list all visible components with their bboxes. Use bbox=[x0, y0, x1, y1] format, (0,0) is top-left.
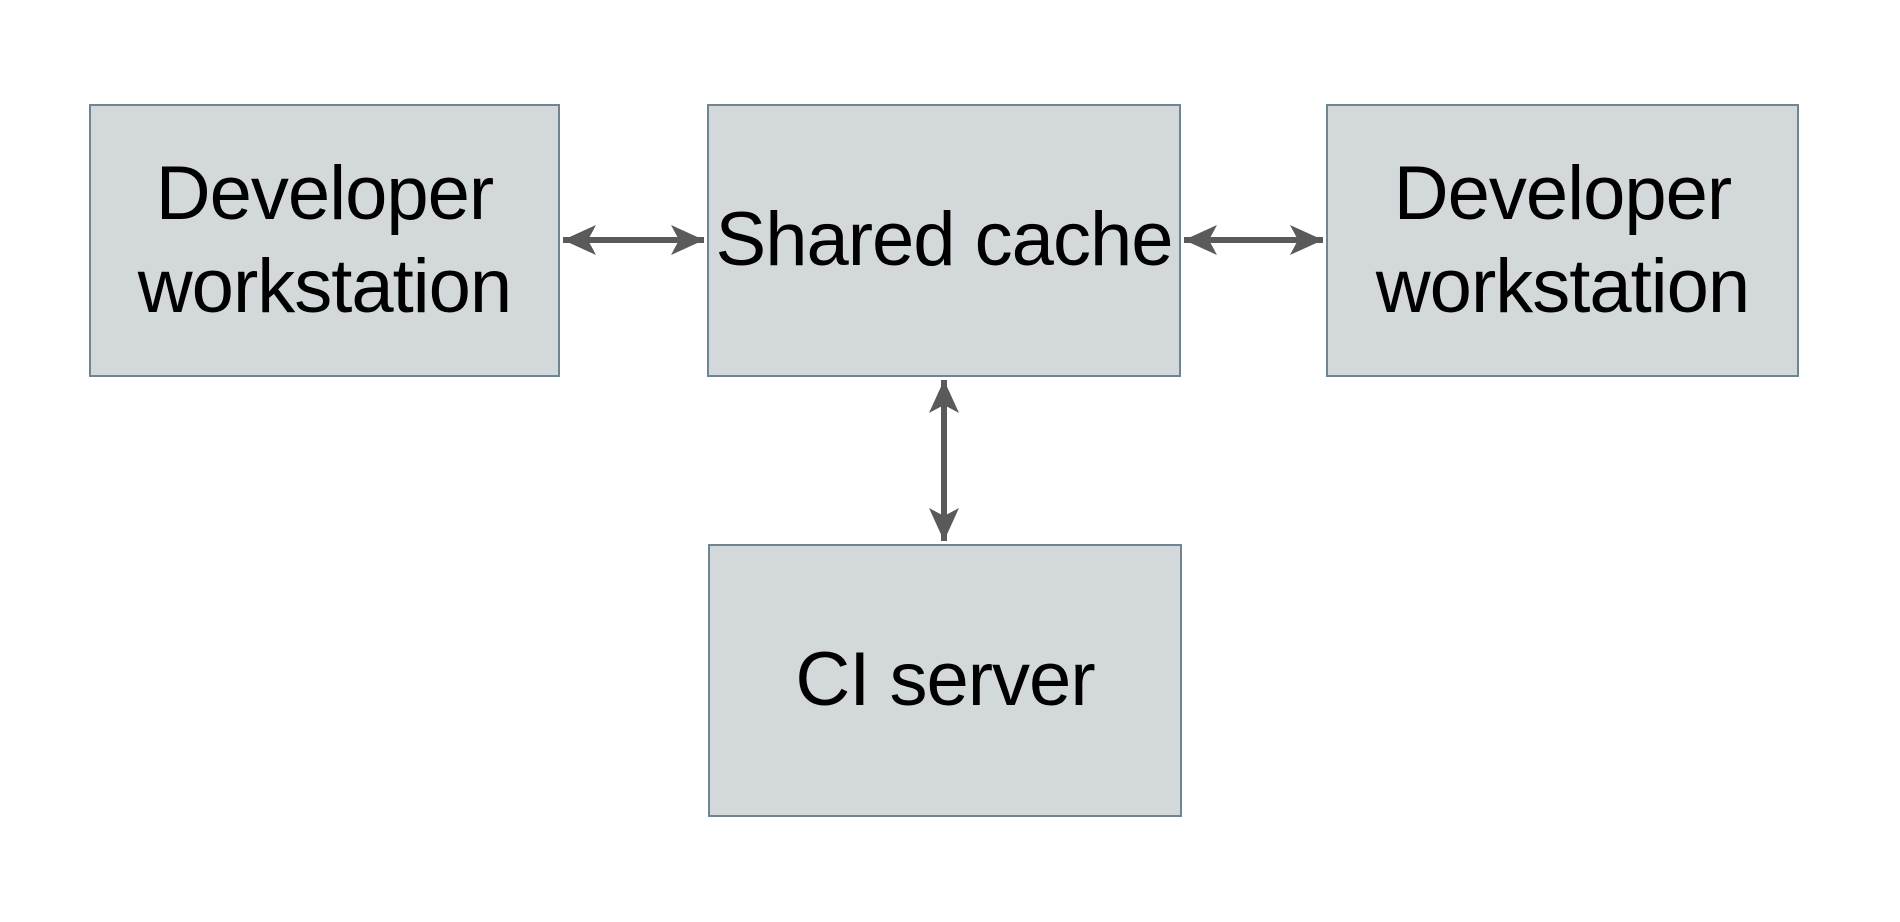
node-developer-workstation-right-label: Developer workstation bbox=[1375, 150, 1750, 329]
node-developer-workstation-left: Developer workstation bbox=[89, 104, 560, 377]
node-developer-workstation-right: Developer workstation bbox=[1326, 104, 1799, 377]
node-developer-workstation-left-label: Developer workstation bbox=[137, 150, 512, 329]
node-ci-server-label: CI server bbox=[795, 637, 1095, 723]
node-shared-cache: Shared cache bbox=[707, 104, 1181, 377]
node-ci-server: CI server bbox=[708, 544, 1182, 817]
node-shared-cache-label: Shared cache bbox=[715, 197, 1174, 283]
